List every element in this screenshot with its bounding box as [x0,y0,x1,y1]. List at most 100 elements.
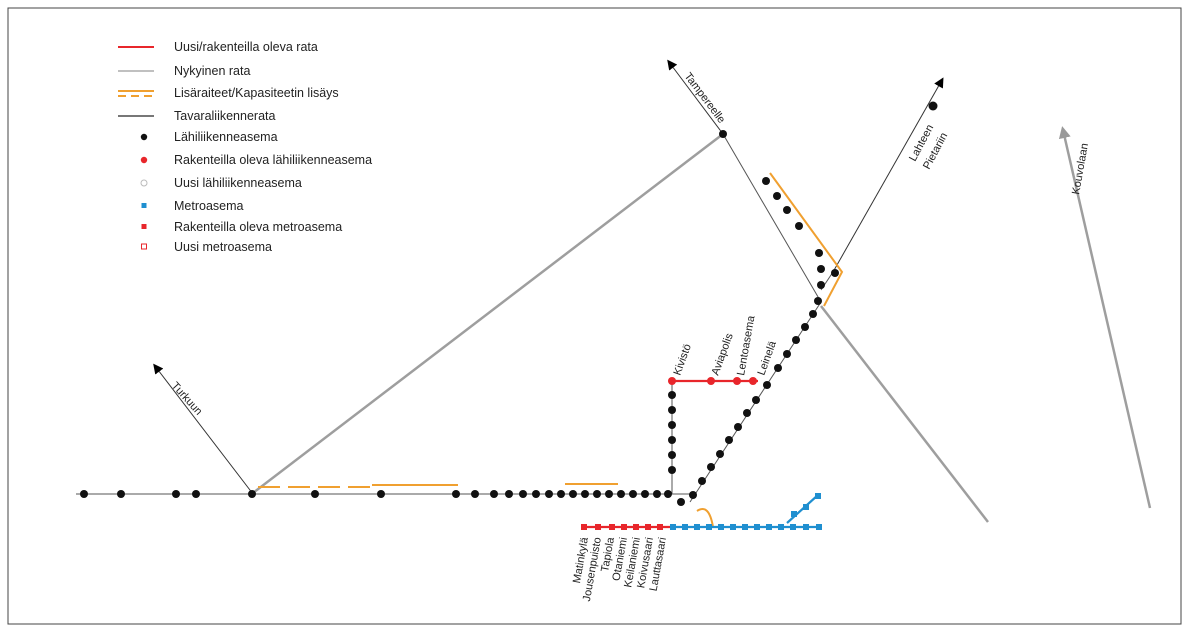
freight-line-kerava-east [820,305,989,523]
label-kivisto: Kivistö [672,342,694,377]
stations-coastal [80,490,685,506]
station [752,396,760,404]
station [668,391,676,399]
metro-station [694,524,700,530]
metro-station [682,524,688,530]
station [581,490,589,498]
metro-stations [581,493,822,530]
legend-label: Uusi lähiliikenneasema [174,176,302,190]
station-lentoasema [733,377,741,385]
station [377,490,385,498]
legend-swatch-station [140,133,148,141]
label-aviapolis: Aviapolis [710,331,736,377]
existing-lines [76,59,944,503]
metro-station [706,524,712,530]
main-line-to-tampere [722,133,822,303]
station [817,281,825,289]
station-kivisto [668,377,676,385]
station [677,498,685,506]
metro-station [595,524,601,530]
legend-swatch-station-under-construction [140,156,148,164]
station [809,310,817,318]
station [557,490,565,498]
station [80,490,88,498]
legend-label: Rakenteilla oleva lähiliikenneasema [174,153,372,167]
station [117,490,125,498]
station [719,130,727,138]
station [569,490,577,498]
station [783,350,791,358]
legend-label: Nykyinen rata [174,64,250,78]
station [668,421,676,429]
station [698,477,706,485]
station [172,490,180,498]
stations-ring-east [689,101,938,499]
station [801,323,809,331]
legend-swatch-new-station [140,179,148,187]
metro-station [730,524,736,530]
metro-station [621,524,627,530]
capacity-additions [258,172,844,528]
label-lentoasema: Lentoasema [735,314,757,377]
station [774,364,782,372]
metro-station [803,504,809,510]
metro-station [633,524,639,530]
station [519,490,527,498]
station [641,490,649,498]
capacity-main-line [769,172,844,307]
station [668,406,676,414]
station [734,423,742,431]
metro-station [766,524,772,530]
legend-label: Tavaraliikennerata [174,109,275,123]
stations-ring-west [668,391,676,474]
station [928,101,938,111]
metro-station [645,524,651,530]
legend-label: Lähiliikenneasema [174,130,278,144]
station [831,269,839,277]
station [725,436,733,444]
legend-swatch-new-metro-station [141,243,147,250]
station [532,490,540,498]
legend-swatch-metro-under-construction [141,224,147,229]
station [471,490,479,498]
label-kouvolaan: Kouvolaan [1070,142,1091,195]
legend-label: Metroasema [174,199,244,213]
station [545,490,553,498]
metro-station [816,524,822,530]
capacity-curve-metro [696,508,714,528]
metro-station [815,493,821,499]
station [617,490,625,498]
metro-station [742,524,748,530]
legend-label: Uusi metroasema [174,240,272,254]
tampere-arrow [667,59,724,135]
label-turkuun: Turkuun [169,380,205,418]
station-aviapolis [707,377,715,385]
metro-station [778,524,784,530]
station [668,451,676,459]
station [795,222,803,230]
station [490,490,498,498]
station [792,336,800,344]
station [664,490,672,498]
legend-label: Uusi/rakenteilla oleva rata [174,40,318,54]
station [248,490,256,498]
station [593,490,601,498]
stations-ring-new [668,377,757,385]
station [707,463,715,471]
station [668,436,676,444]
station [653,490,661,498]
turku-line-arrow [153,363,254,495]
station [814,297,822,305]
metro-station [718,524,724,530]
freight-line-kouvola [1058,126,1152,509]
station [452,490,460,498]
station [668,466,676,474]
station [762,177,770,185]
lahti-arrow [832,77,944,273]
station [689,491,697,499]
station [716,450,724,458]
metro-station [670,524,676,530]
station [763,381,771,389]
